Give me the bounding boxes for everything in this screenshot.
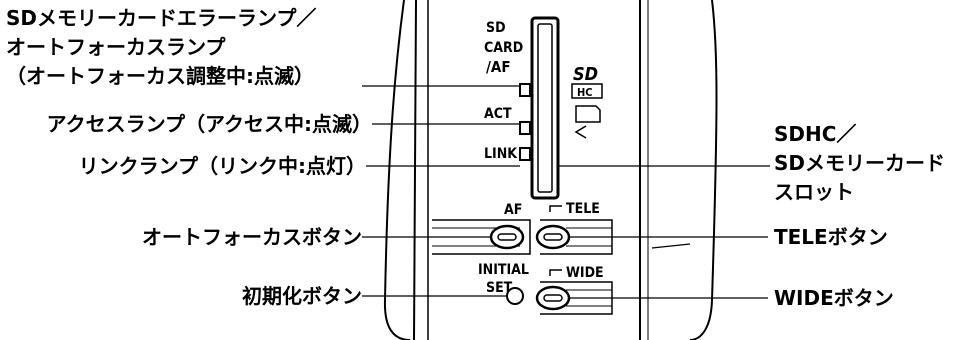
label-wide: WIDE	[566, 265, 604, 281]
callout-tele-button: TELEボタン	[774, 225, 888, 249]
label-tele: TELE	[566, 201, 600, 217]
label-sd: SD	[486, 20, 506, 36]
callout-sdhc-slot: SDHC／ SDメモリーカード スロット	[774, 120, 945, 207]
panel-seam	[651, 243, 691, 249]
housing-left-edge	[383, 0, 411, 340]
af-button-channel	[432, 219, 531, 255]
hc-logo-icon: HC	[577, 86, 593, 99]
housing-right-edge	[689, 0, 718, 340]
callout-init-button: 初期化ボタン	[242, 284, 362, 308]
af-button-detail	[497, 233, 517, 241]
label-act: ACT	[484, 106, 512, 122]
callout-wide-button: WIDEボタン	[774, 286, 894, 310]
inner-bezel-left	[413, 0, 417, 340]
init-button[interactable]	[506, 287, 524, 305]
sd-logo-icon: SD	[573, 64, 598, 85]
label-card: CARD	[484, 40, 523, 56]
label-link: LINK	[484, 146, 518, 162]
link-lamp	[519, 147, 531, 161]
af-button[interactable]	[489, 224, 525, 250]
label-af-lamp: /AF	[486, 58, 511, 76]
wide-button[interactable]	[535, 285, 571, 311]
tele-button-detail	[543, 233, 563, 241]
label-set: SET	[486, 280, 513, 296]
label-initial: INITIAL	[478, 262, 529, 278]
callout-sd-lamp: SDメモリーカードエラーランプ／ オートフォーカスランプ （オートフォーカス調整…	[6, 4, 316, 91]
callout-sdhc-line3: スロット	[774, 180, 854, 204]
hc-logo-box	[571, 83, 603, 99]
tele-button[interactable]	[535, 224, 571, 250]
callout-sd-lamp-line3: （オートフォーカス調整中:点滅）	[6, 64, 314, 88]
wide-button-detail	[543, 294, 563, 302]
sd-error-lamp	[519, 83, 531, 97]
callout-af-button: オートフォーカスボタン	[142, 225, 362, 249]
tele-mark-icon	[549, 205, 562, 212]
callout-sdhc-line1: SDHC／	[774, 122, 857, 146]
access-lamp	[519, 121, 531, 135]
label-af: AF	[504, 202, 522, 218]
callout-link-lamp: リンクランプ（リンク中:点灯）	[78, 154, 366, 178]
wide-mark-icon	[549, 269, 562, 276]
callout-sd-lamp-line2: オートフォーカスランプ	[6, 35, 226, 59]
sd-card-slot[interactable]	[530, 16, 560, 200]
callout-sdhc-line2: SDメモリーカード	[774, 151, 946, 175]
callout-access-lamp: アクセスランプ（アクセス中:点滅）	[46, 112, 372, 136]
sd-card-shape-icon	[575, 105, 601, 123]
insert-direction-icon	[574, 125, 587, 139]
sd-card-slot-inner	[537, 23, 553, 193]
callout-sd-lamp-line1: SDメモリーカードエラーランプ／	[6, 6, 317, 30]
